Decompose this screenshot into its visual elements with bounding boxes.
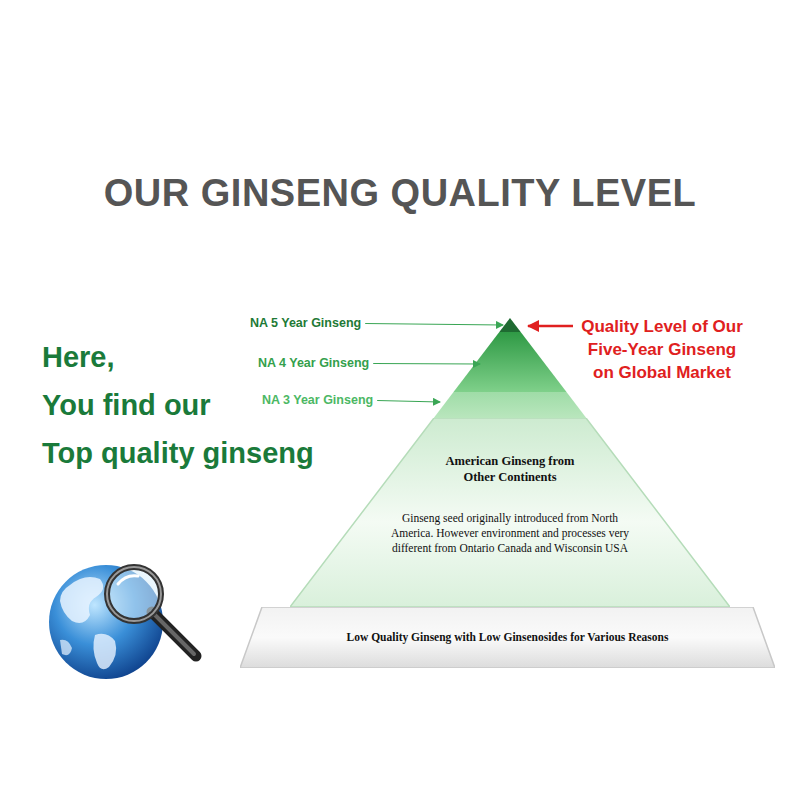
slogan-line: Here, [42, 340, 115, 375]
band-heading: American Ginseng from Other Continents [444, 454, 576, 485]
leader-arrow [373, 363, 480, 365]
three-year-band [434, 392, 587, 418]
band-text-group: American Ginseng from Other ContinentsGi… [385, 454, 635, 556]
year-label: NA 4 Year Ginseng [258, 356, 369, 371]
callout-arrow [528, 325, 573, 328]
year-label: NA 3 Year Ginseng [262, 393, 373, 408]
globe-icon [49, 565, 196, 679]
diagram-title: OUR GINSENG QUALITY LEVEL [0, 172, 800, 215]
leader-arrow [377, 401, 440, 403]
year-label: NA 5 Year Ginseng [250, 316, 361, 331]
band-heading: Low Quality Ginseng with Low Ginsenoside… [258, 630, 758, 644]
four-year-band [454, 332, 567, 392]
band-text-group: Low Quality Ginseng with Low Ginsenoside… [258, 630, 758, 644]
base-band: Low Quality Ginseng with Low Ginsenoside… [240, 607, 775, 668]
slogan-line: You find our [42, 388, 211, 423]
slogan-line: Top quality ginseng [42, 436, 314, 471]
leader-arrow [365, 324, 503, 326]
callout-text: Quality Level of Our Five-Year Ginseng o… [578, 316, 746, 385]
band-body: Ginseng seed originally introduced from … [385, 511, 635, 556]
pyramid-band: American Ginseng from Other ContinentsGi… [290, 418, 730, 607]
